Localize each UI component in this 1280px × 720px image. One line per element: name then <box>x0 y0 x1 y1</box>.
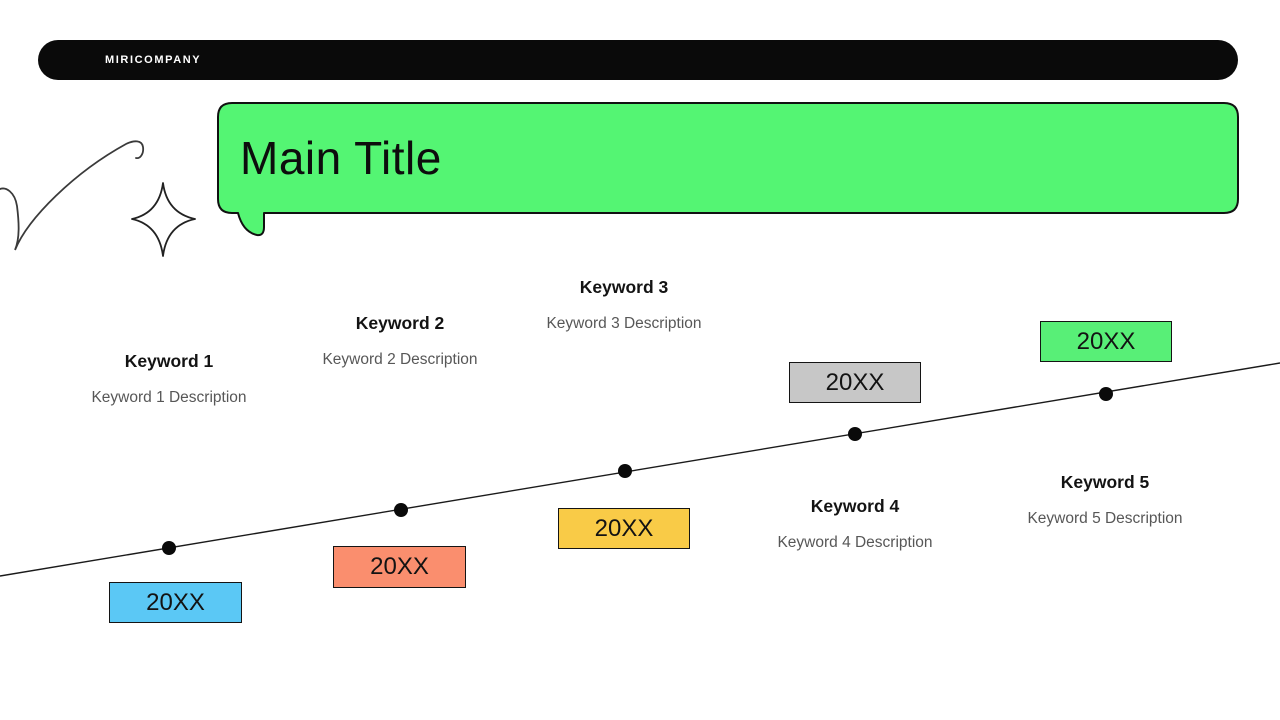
timeline-line <box>0 362 1280 577</box>
keyword-title: Keyword 1 <box>124 351 214 371</box>
keyword-block-5: Keyword 5 Keyword 5 Description <box>965 472 1245 528</box>
main-title: Main Title <box>240 132 442 184</box>
year-box-2: 20XX <box>333 546 466 588</box>
year-label: 20XX <box>1076 327 1136 355</box>
timeline-dot <box>394 503 408 517</box>
year-label: 20XX <box>825 368 885 396</box>
year-label: 20XX <box>146 588 205 616</box>
keyword-title: Keyword 3 <box>579 277 669 297</box>
keyword-description: Keyword 1 Description <box>91 389 247 406</box>
keyword-block-2: Keyword 2 Keyword 2 Description <box>260 313 540 369</box>
brand-pill: MIRICOMPANY <box>38 40 1238 80</box>
keyword-block-3: Keyword 3 Keyword 3 Description <box>484 277 764 333</box>
keyword-description: Keyword 4 Description <box>777 534 933 551</box>
timeline-dot <box>162 541 176 555</box>
keyword-block-4: Keyword 4 Keyword 4 Description <box>715 496 995 552</box>
year-label: 20XX <box>370 553 429 580</box>
title-bubble <box>217 102 1239 237</box>
timeline-dot <box>848 427 862 441</box>
timeline-dot <box>618 464 632 478</box>
year-label: 20XX <box>594 514 654 542</box>
keyword-title: Keyword 2 <box>355 313 445 333</box>
year-box-1: 20XX <box>109 582 242 623</box>
keyword-description: Keyword 2 Description <box>322 351 478 368</box>
year-box-4: 20XX <box>789 362 921 403</box>
keyword-title: Keyword 5 <box>1060 472 1150 492</box>
year-box-3: 20XX <box>558 508 690 549</box>
year-box-5: 20XX <box>1040 321 1172 362</box>
keyword-title: Keyword 4 <box>810 496 900 516</box>
keyword-block-1: Keyword 1 Keyword 1 Description <box>29 351 309 407</box>
title-bubble-shape <box>217 102 1239 237</box>
brand-name: MIRICOMPANY <box>105 54 202 66</box>
timeline-dot <box>1099 387 1113 401</box>
keyword-description: Keyword 3 Description <box>546 315 702 332</box>
keyword-description: Keyword 5 Description <box>1027 510 1183 527</box>
